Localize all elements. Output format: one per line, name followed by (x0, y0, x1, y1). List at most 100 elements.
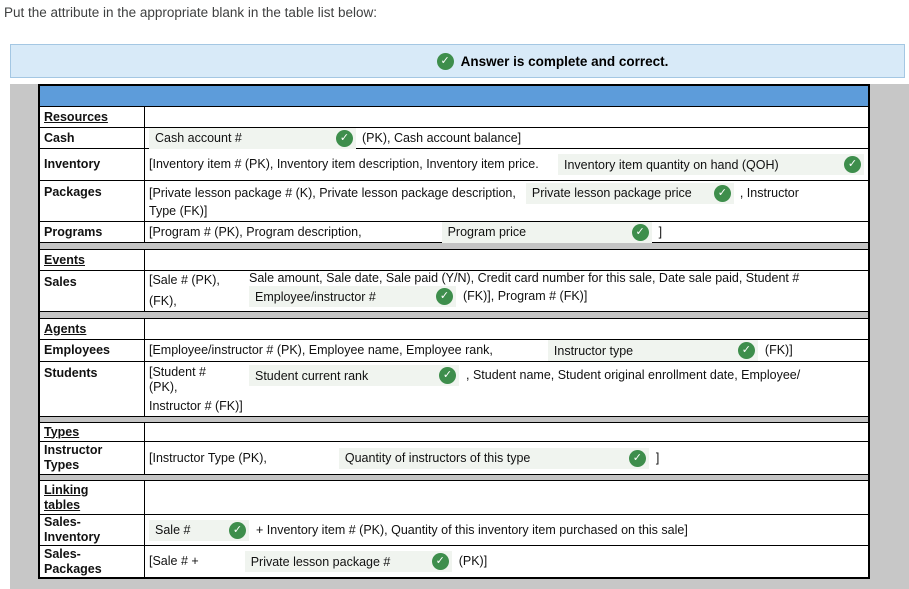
row-label-cell: Employees (40, 340, 145, 361)
cell-text: (FK), (149, 294, 177, 308)
row-content-cell (145, 423, 868, 441)
row-content-cell: [Program # (PK), Program description,Pro… (145, 221, 868, 243)
table-cell-line: Employee/instructor #✓ (FK)], Program # (… (249, 286, 864, 307)
table-row: Students [Student #(PK),Student current r… (40, 362, 868, 417)
answer-text: Sale # (155, 523, 191, 537)
section-label-cell: Agents (40, 319, 145, 339)
row-label: Packages (44, 561, 102, 576)
cell-text: (PK)] (458, 554, 488, 568)
cell-text: ] (655, 450, 660, 465)
row-content-cell: Cash account # ✓ (PK), Cash account balanc… (145, 127, 868, 149)
row-label: Sales- (44, 515, 81, 529)
answer-blank[interactable]: Private lesson package price ✓ (525, 182, 734, 204)
answer-blank[interactable]: Program price ✓ (441, 221, 652, 243)
row-label: Employees (44, 343, 111, 357)
table-cell-line: [Instructor Type (PK), Quantity of instru… (149, 447, 864, 469)
cell-text: [Sale # + (149, 554, 199, 568)
answer-blank[interactable]: Quantity of instructors of this type ✓ (338, 447, 649, 469)
row-label: Cash (44, 130, 75, 145)
row-content-cell: [Student #(PK),Student current rank✓, St… (145, 362, 868, 416)
table-row: Events (40, 250, 868, 271)
cell-text: [Student # (149, 365, 206, 379)
answer-blank[interactable]: Student current rank✓ (249, 365, 459, 386)
table-cell-line: Type (FK)] (149, 204, 864, 220)
right-subcolumn: Sale amount, Sale date, Sale paid (Y/N),… (249, 270, 864, 307)
grade-status-text: Answer is complete and correct. (460, 53, 669, 69)
check-circle-icon: ✓ (631, 223, 649, 241)
section-separator (40, 475, 868, 481)
table-row: Resources (40, 107, 868, 128)
answer-text: Cash account # (155, 131, 242, 145)
row-label: Instructor (44, 443, 103, 457)
answer-blank[interactable]: Employee/instructor #✓ (249, 286, 456, 307)
row-label-cell: Packages (40, 181, 145, 221)
section-separator (40, 417, 868, 423)
answer-text: Private lesson package price (531, 186, 692, 200)
answer-text: Student current rank (255, 368, 369, 383)
table-cell-line: Sale amount, Sale date, Sale paid (Y/N),… (249, 270, 864, 286)
answer-text: Private lesson package # (250, 554, 391, 569)
check-circle-icon: ✓ (713, 184, 731, 202)
check-circle-icon: ✓ (628, 449, 646, 467)
answer-blank[interactable]: Instructor type✓ (547, 340, 758, 361)
row-label-cell: Students (40, 362, 145, 416)
row-label: Types (44, 458, 80, 472)
left-subcolumn: [Sale # (PK), (FK), (149, 270, 249, 312)
row-content-cell: [Sale # (PK), (FK), Sale amount, Sale date… (145, 271, 868, 311)
section-label-cell: Events (40, 250, 145, 270)
check-circle-icon: ✓ (336, 129, 353, 147)
answer-blank[interactable]: Sale #✓ (149, 519, 249, 541)
section-heading: Types (44, 424, 80, 439)
table-cell-line: Student current rank✓, Student name, Stu… (249, 365, 864, 386)
row-content-cell: Sale #✓+ Inventory item # (PK), Quantity… (145, 515, 868, 545)
right-subcolumn: Student current rank✓, Student name, Stu… (249, 365, 864, 386)
section-heading: Events (44, 252, 85, 267)
table-row: Inventory [Inventory item # (PK), Invento… (40, 149, 868, 181)
table-row: Agents (40, 319, 868, 340)
row-content-cell: [Instructor Type (PK), Quantity of instru… (145, 442, 868, 474)
cell-text: [Sale # (PK), (149, 273, 220, 287)
table-cell-line: [Program # (PK), Program description,Pro… (149, 221, 864, 243)
answer-text: Quantity of instructors of this type (344, 451, 531, 465)
section-heading: Linking (44, 482, 89, 497)
check-circle-icon: ✓ (436, 288, 453, 305)
section-separator (40, 312, 868, 319)
table-row: Employees [Employee/instructor # (PK), Em… (40, 340, 868, 362)
section-label-cell: Resources (40, 107, 145, 127)
cell-text: [Private lesson package # (K), Private l… (149, 185, 516, 200)
table-row: Types (40, 423, 868, 442)
page-instruction: Put the attribute in the appropriate bla… (4, 5, 377, 20)
answer-blank[interactable]: Inventory item quantity on hand (QOH)✓ (558, 154, 864, 175)
section-heading: Resources (44, 109, 108, 124)
section-heading: Agents (44, 321, 87, 336)
row-content-cell (145, 481, 868, 514)
answer-text: Program price (447, 225, 527, 239)
answer-blank[interactable]: Cash account # ✓ (149, 127, 356, 149)
row-label-cell: Sales (40, 271, 145, 311)
table-cell-line: [Employee/instructor # (PK), Employee na… (149, 340, 864, 361)
check-circle-icon: ✓ (844, 156, 861, 173)
row-label-cell: Cash (40, 128, 145, 148)
answer-blank[interactable]: Private lesson package #✓ (244, 551, 452, 572)
row-content-cell: [Private lesson package # (K), Private l… (145, 181, 868, 221)
row-label: Packages (44, 185, 102, 199)
row-label: Students (44, 366, 98, 380)
cell-text: (FK)], Program # (FK)] (463, 289, 588, 303)
row-label-cell: Sales-Inventory (40, 515, 145, 545)
cell-text: (PK), Cash account balance] (362, 130, 522, 145)
table-row: Sales [Sale # (PK), (FK), Sale amount, Sale… (40, 271, 868, 312)
row-content-cell (145, 319, 868, 339)
cell-text: [Inventory item # (PK), Inventory item d… (149, 157, 539, 171)
row-content-cell: [Inventory item # (PK), Inventory item d… (145, 149, 868, 180)
answer-text: Instructor type (553, 343, 634, 358)
row-label: Inventory (44, 157, 101, 171)
row-content-cell: [Employee/instructor # (PK), Employee na… (145, 340, 868, 361)
cell-text: [Instructor Type (PK), (149, 450, 267, 465)
